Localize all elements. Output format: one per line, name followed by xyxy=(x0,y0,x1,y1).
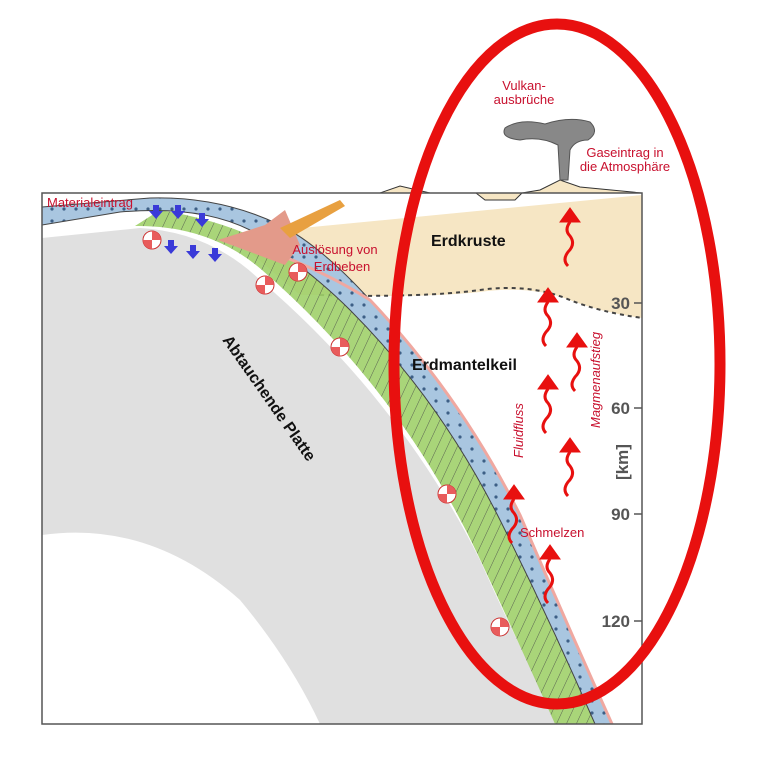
depth-axis: 30 60 90 120 [km] xyxy=(602,294,642,631)
depth-tick: 120 xyxy=(602,612,630,631)
depth-tick: 30 xyxy=(611,294,630,313)
material-input-arrows xyxy=(149,205,222,262)
lower-white-region xyxy=(42,532,320,724)
label-volcano: Vulkan- xyxy=(502,78,546,93)
sediment-channel xyxy=(280,200,345,238)
volcanic-plume xyxy=(503,118,595,181)
label-mantle-wedge: Erdmantelkeil xyxy=(412,357,517,374)
accretionary-wedge xyxy=(218,210,300,265)
label-earthquake-trigger: Auslösung von xyxy=(292,242,377,257)
label-gas-input: die Atmosphäre xyxy=(580,159,670,174)
depth-tick: 90 xyxy=(611,505,630,524)
depth-unit: [km] xyxy=(613,444,632,480)
mantle-lithosphere-layer xyxy=(135,210,610,724)
label-fluid-flow: Fluidfluss xyxy=(511,403,526,458)
plate-interface xyxy=(229,236,614,724)
label-crust: Erdkruste xyxy=(431,233,506,250)
label-earthquake-trigger: Erdbeben xyxy=(314,259,370,274)
highlight-ellipse xyxy=(388,18,726,710)
diagram-frame xyxy=(41,192,643,725)
label-melting: Schmelzen xyxy=(520,525,584,540)
depth-tick: 60 xyxy=(611,399,630,418)
fluid-magma-arrows xyxy=(503,207,588,605)
label-material-input: Materialeintrag xyxy=(47,195,133,210)
label-volcano: ausbrüche xyxy=(494,92,555,107)
earthquake-symbols xyxy=(142,230,510,637)
label-magma-ascent: Magmenaufstieg xyxy=(588,331,603,428)
label-gas-input: Gaseintrag in xyxy=(586,145,663,160)
